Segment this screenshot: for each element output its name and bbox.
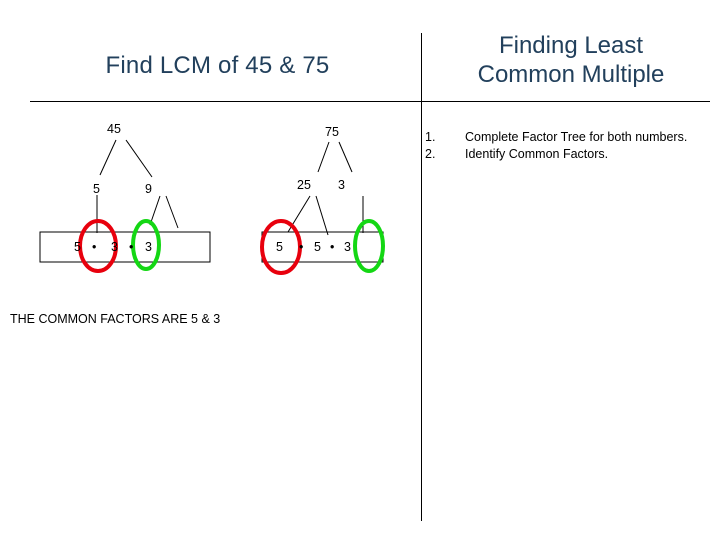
horizontal-divider [30,101,710,102]
factor-box-45 [39,231,211,263]
list-item: 2. Identify Common Factors. [425,146,710,162]
branch-9-right [165,195,179,229]
tree-45-left-child-label: 5 [93,182,100,196]
branch-25-left [287,195,311,233]
list-item: 1. Complete Factor Tree for both numbers… [425,129,710,145]
list-item-number: 1. [425,130,436,144]
green-circle-75 [353,219,385,273]
tree-75-dot-1: • [299,240,304,254]
tree-45-branches [96,139,179,233]
tree-75-right-child-label: 3 [338,178,345,192]
tree-75-factor-2: 5 [314,240,321,254]
instruction-list: 1. Complete Factor Tree for both numbers… [425,129,710,163]
tree-75-dot-2: • [330,240,335,254]
tree-75-left-child-label: 25 [297,178,311,192]
branch-75-right [338,141,353,173]
tree-45-dot-2: • [129,240,134,254]
tree-75-factor-1: 5 [276,240,283,254]
branch-45-right [125,139,153,178]
page-title-right-line1: Finding Least [498,32,644,59]
branch-25-right [315,195,329,236]
common-factors-note: THE COMMON FACTORS ARE 5 & 3 [10,312,221,326]
tree-45-factor-2: 3 [111,240,118,254]
tree-75-root-label: 75 [325,125,339,139]
list-item-label: Identify Common Factors. [465,147,609,161]
tree-75-factor-3: 3 [344,240,351,254]
vertical-divider [421,33,422,521]
page-title-right-line2: Common Multiple [477,60,665,88]
branch-75-left [317,141,330,173]
branch-9-left [149,195,161,226]
page-title-left: Find LCM of 45 & 75 [105,52,330,79]
tree-45-factor-3: 3 [145,240,152,254]
tree-45-root-label: 45 [107,122,121,136]
list-item-number: 2. [425,147,436,161]
list-item-label: Complete Factor Tree for both numbers. [465,130,688,144]
tree-45-factor-1: 5 [74,240,81,254]
page-title-right: Finding Least Common Multiple [432,32,710,90]
tree-45-right-child-label: 9 [145,182,152,196]
branch-45-left [99,139,117,176]
tree-45-dot-1: • [92,240,97,254]
